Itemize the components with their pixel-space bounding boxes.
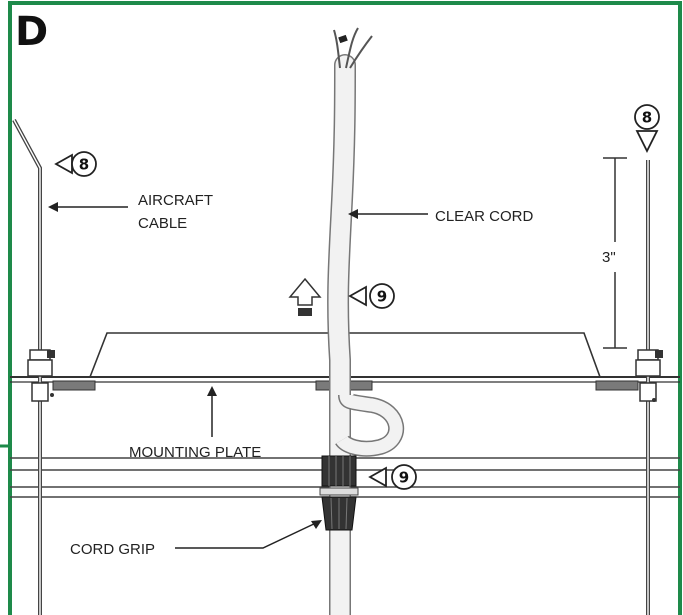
svg-text:8: 8 — [642, 109, 652, 127]
right-aircraft-cable — [635, 160, 663, 615]
panel-letter: D — [15, 9, 48, 55]
cord-grip — [319, 455, 359, 531]
left-aircraft-cable — [12, 119, 55, 615]
svg-text:9: 9 — [399, 469, 409, 487]
up-arrow — [288, 277, 322, 306]
step-callout-cord-up: 9 — [348, 283, 395, 309]
up-arrow-base — [298, 308, 312, 316]
step-callout-cord-grip: 9 — [368, 464, 417, 490]
leader-arrowheads — [48, 202, 358, 529]
svg-text:9: 9 — [377, 288, 387, 306]
clear-cord — [327, 27, 405, 615]
panel-border — [8, 1, 682, 615]
aircraft-cable-label-line1: AIRCRAFT — [138, 192, 213, 209]
step-callout-right-cable: 8 — [634, 104, 660, 154]
aircraft-cable-label-line2: CABLE — [138, 215, 187, 232]
cord-grip-label: CORD GRIP — [70, 541, 155, 558]
svg-text:8: 8 — [79, 156, 89, 174]
dimension-3in — [603, 157, 627, 349]
leader-lines — [52, 206, 428, 549]
mounting-plate-label: MOUNTING PLATE — [129, 444, 261, 461]
step-callout-left-cable: 8 — [54, 151, 97, 177]
clear-cord-label: CLEAR CORD — [435, 208, 534, 225]
dimension-label: 3" — [602, 249, 616, 266]
